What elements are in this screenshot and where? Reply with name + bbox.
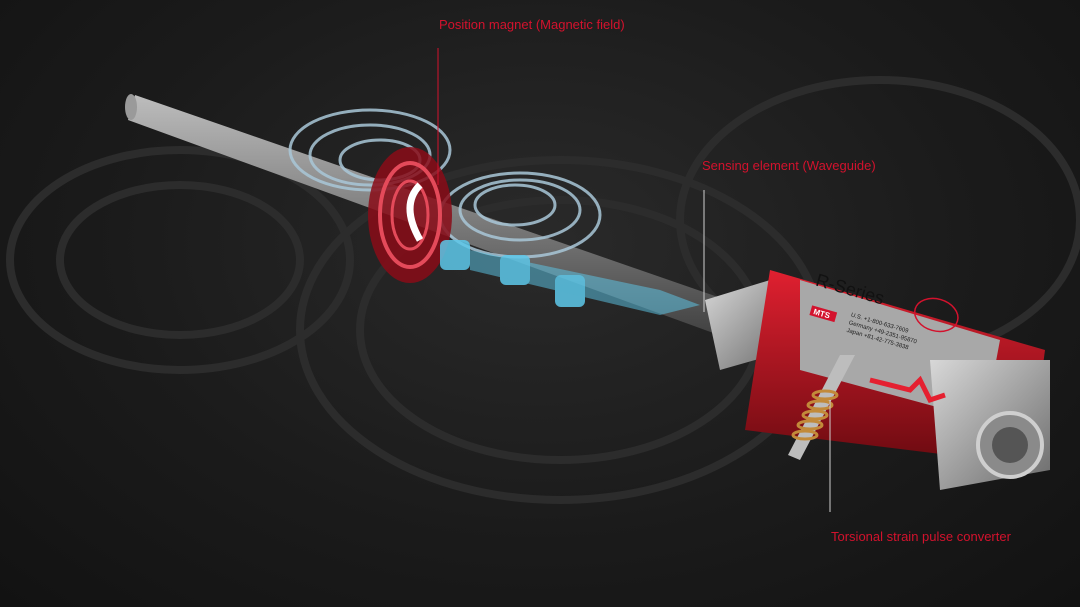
position-magnet xyxy=(368,147,452,283)
label-position-magnet: Position magnet (Magnetic field) xyxy=(439,17,625,32)
sensor-housing: R-Series MTS U.S. +1-800-633-7609 German… xyxy=(705,270,1050,490)
pulse-arrow-icon xyxy=(869,375,946,404)
label-pulse-converter: Torsional strain pulse converter xyxy=(831,529,1011,544)
label-sensing-element: Sensing element (Waveguide) xyxy=(702,158,876,173)
converter-coil xyxy=(791,389,839,441)
rotation-arrow-icon xyxy=(406,182,424,242)
r-logo-icon xyxy=(913,297,959,333)
leader-lines xyxy=(437,48,831,512)
torsional-wave xyxy=(440,240,700,315)
